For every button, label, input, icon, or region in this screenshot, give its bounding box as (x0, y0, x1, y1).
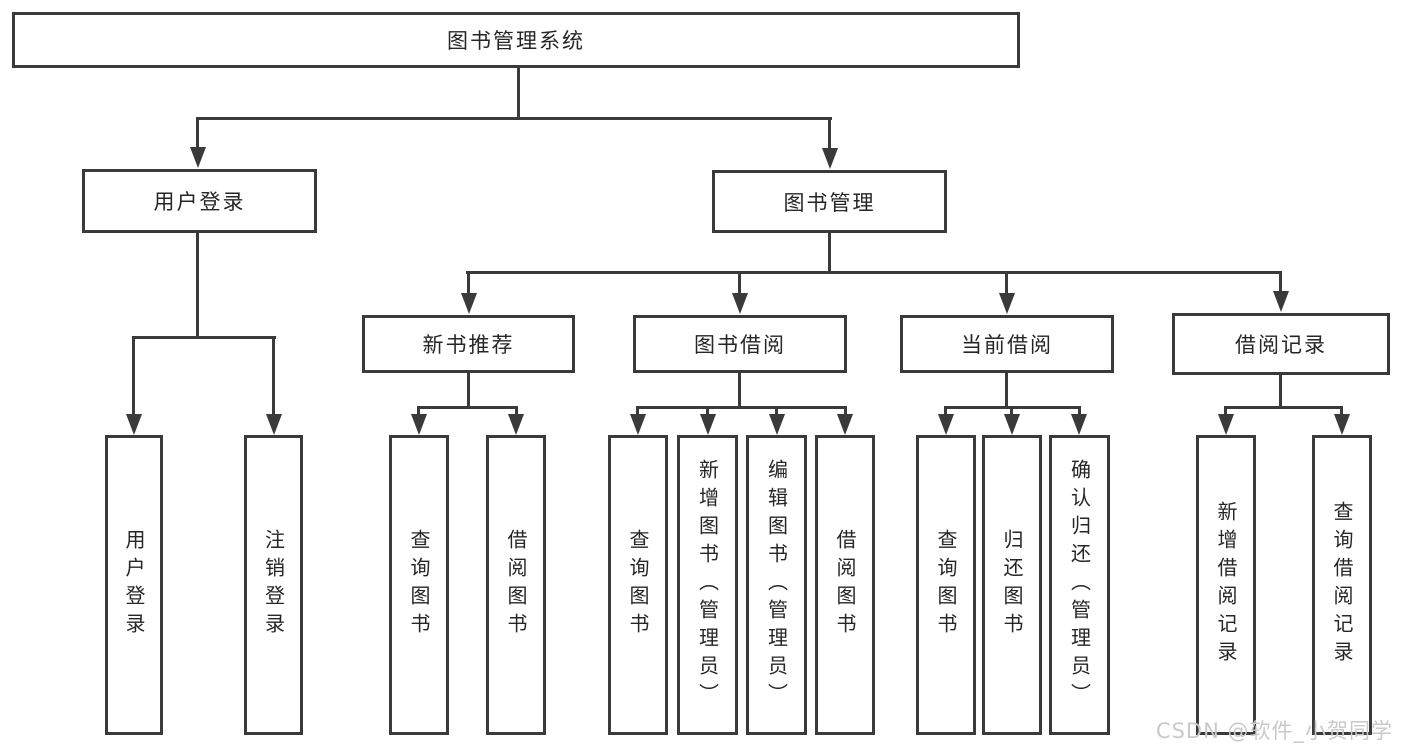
node-leaf-confirm-return-admin: 确认归还（管理员） (1049, 435, 1110, 735)
node-leaf-add-book-admin: 新增图书（管理员） (677, 435, 738, 735)
arrow-down-icon (1273, 291, 1289, 312)
connector-line (828, 231, 831, 274)
leaf-label: 新增图书（管理员） (695, 459, 720, 711)
leaf-label: 编辑图书（管理员） (764, 459, 789, 711)
arrow-down-icon (461, 293, 477, 314)
node-user-login-branch: 用户登录 (82, 169, 317, 233)
node-leaf-return-book: 归还图书 (982, 435, 1042, 735)
node-leaf-borrow-books-1: 借阅图书 (486, 435, 546, 735)
connector-line (1005, 271, 1008, 295)
connector-line (738, 371, 741, 409)
connector-line (417, 406, 420, 418)
arrow-down-icon (1334, 414, 1350, 435)
arrow-down-icon (126, 414, 142, 435)
leaf-label: 借阅图书 (833, 529, 857, 641)
connector-line (517, 66, 520, 119)
connector-line (1340, 406, 1343, 418)
arrow-down-icon (769, 414, 785, 435)
leaf-label: 用户登录 (122, 529, 146, 641)
connector-line (706, 406, 709, 418)
leaf-label: 确认归还（管理员） (1067, 459, 1092, 711)
leaf-label: 借阅图书 (504, 529, 528, 641)
leaf-label: 查询图书 (407, 529, 431, 641)
connector-line (417, 406, 518, 409)
arrow-down-icon (1218, 414, 1234, 435)
node-leaf-query-books-2: 查询图书 (608, 435, 668, 735)
connector-line (196, 117, 832, 120)
node-borrow-records: 借阅记录 (1172, 313, 1390, 375)
arrow-down-icon (411, 414, 427, 435)
arrow-down-icon (732, 293, 748, 314)
arrow-down-icon (822, 148, 838, 169)
connector-line (1010, 406, 1013, 418)
connector-line (272, 336, 275, 416)
node-leaf-query-books-1: 查询图书 (389, 435, 449, 735)
connector-line (196, 231, 199, 339)
arrow-down-icon (266, 414, 282, 435)
arrow-down-icon (190, 147, 206, 168)
connector-line (636, 406, 847, 409)
arrow-down-icon (1071, 414, 1087, 435)
leaf-label: 查询图书 (934, 529, 958, 641)
connector-line (196, 117, 199, 149)
arrow-down-icon (700, 414, 716, 435)
node-new-book-recommend: 新书推荐 (362, 315, 575, 373)
csdn-watermark: CSDN @软件_小贺同学 (1155, 719, 1393, 743)
connector-line (132, 336, 276, 339)
connector-line (1279, 271, 1282, 293)
connector-line (1224, 406, 1227, 418)
connector-line (132, 336, 135, 416)
connector-line (828, 117, 831, 149)
node-leaf-query-books-3: 查询图书 (916, 435, 976, 735)
arrow-down-icon (938, 414, 954, 435)
connector-line (775, 406, 778, 418)
node-book-borrow: 图书借阅 (633, 315, 847, 373)
connector-line (738, 271, 741, 295)
node-book-management-branch: 图书管理 (712, 170, 947, 233)
connector-line (1279, 373, 1282, 409)
node-leaf-query-borrow-record: 查询借阅记录 (1312, 435, 1372, 735)
leaf-label: 注销登录 (261, 529, 286, 641)
connector-line (636, 406, 639, 418)
connector-line (466, 271, 1282, 274)
leaf-label: 查询图书 (626, 529, 650, 641)
leaf-label: 归还图书 (1000, 529, 1024, 641)
connector-line (515, 406, 518, 418)
arrow-down-icon (999, 293, 1015, 314)
arrow-down-icon (630, 414, 646, 435)
connector-line (467, 371, 470, 409)
node-leaf-borrow-books-2: 借阅图书 (815, 435, 875, 735)
connector-line (1224, 406, 1343, 409)
connector-line (844, 406, 847, 418)
node-current-borrow: 当前借阅 (900, 315, 1114, 373)
connector-line (467, 271, 470, 295)
arrow-down-icon (837, 414, 853, 435)
node-leaf-user-login: 用户登录 (105, 435, 163, 735)
node-leaf-edit-book-admin: 编辑图书（管理员） (746, 435, 807, 735)
leaf-label: 新增借阅记录 (1214, 501, 1238, 669)
arrow-down-icon (1004, 414, 1020, 435)
leaf-label: 查询借阅记录 (1330, 501, 1354, 669)
arrow-down-icon (508, 414, 524, 435)
connector-line (1078, 406, 1081, 418)
node-leaf-add-borrow-record: 新增借阅记录 (1196, 435, 1256, 735)
node-leaf-logout: 注销登录 (244, 435, 303, 735)
connector-line (944, 406, 947, 418)
connector-line (1005, 371, 1008, 409)
node-root-system: 图书管理系统 (12, 12, 1020, 68)
